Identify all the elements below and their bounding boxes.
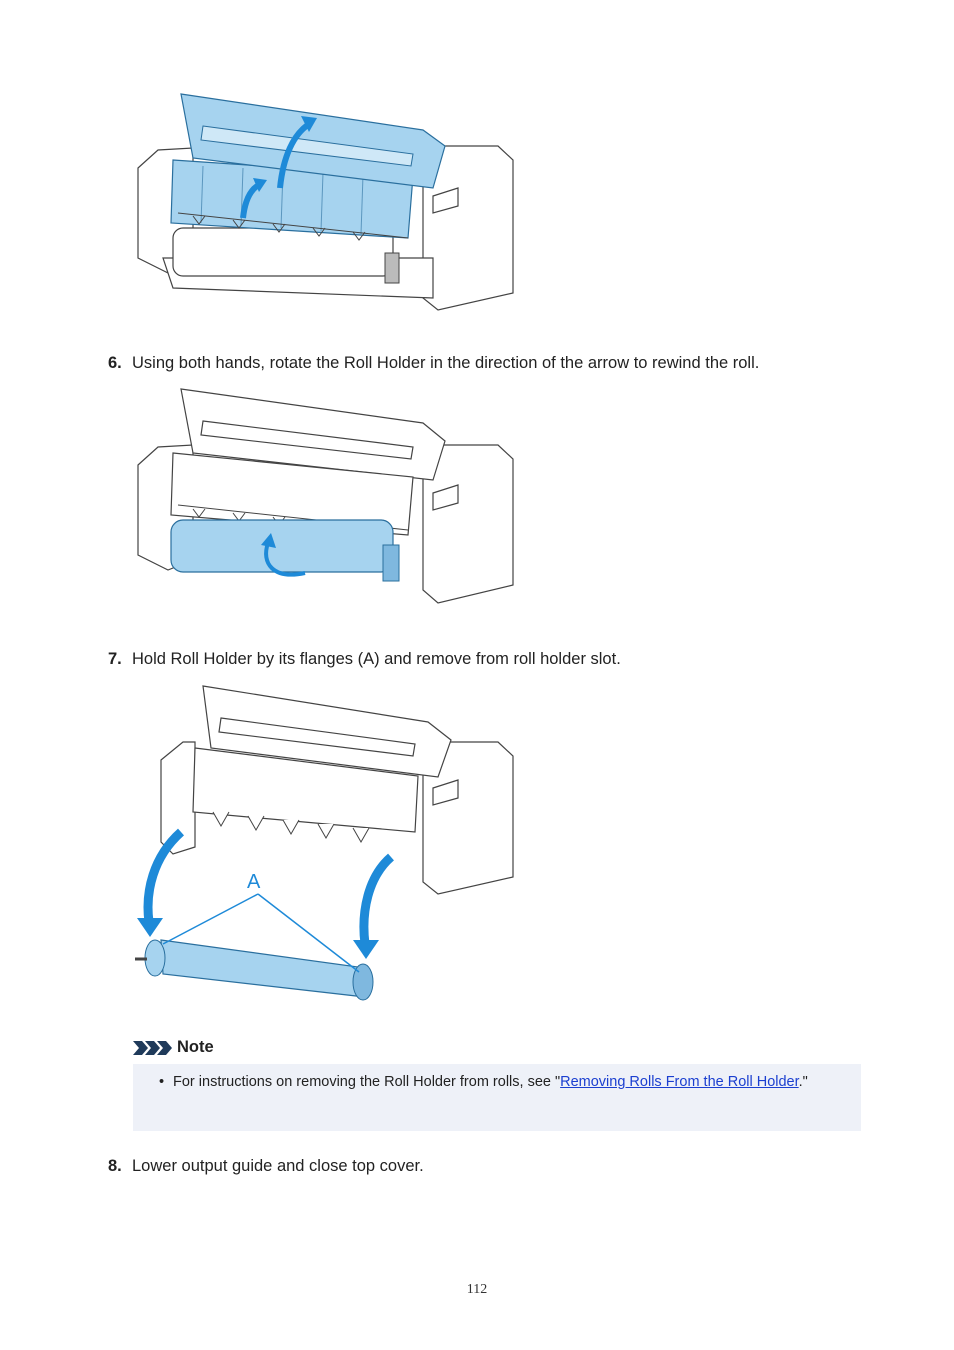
step-8: 8. Lower output guide and close top cover…	[108, 1155, 424, 1177]
note-link-removing-rolls[interactable]: Removing Rolls From the Roll Holder	[560, 1074, 799, 1090]
figure-printer-cover-open	[137, 93, 514, 311]
note-bullet: •	[159, 1074, 165, 1090]
step-text: Using both hands, rotate the Roll Holder…	[132, 354, 760, 372]
figure-remove-roll-holder: A	[135, 685, 514, 1001]
note-text-after: ."	[798, 1074, 808, 1090]
step-number: 7.	[108, 650, 122, 668]
note-text: For instructions on removing the Roll Ho…	[173, 1071, 821, 1094]
step-6: 6. Using both hands, rotate the Roll Hold…	[108, 352, 759, 374]
note-chevrons-icon	[133, 1040, 172, 1055]
note-label: Note	[177, 1038, 214, 1056]
note-heading: Note	[133, 1038, 214, 1057]
callout-label-a: A	[247, 871, 261, 893]
step-number: 8.	[108, 1157, 122, 1175]
page-number: 112	[466, 1282, 488, 1297]
step-number: 6.	[108, 354, 122, 372]
figure-rewind-roll	[137, 388, 514, 604]
step-text: Lower output guide and close top cover.	[132, 1157, 424, 1175]
note-text-before: For instructions on removing the Roll Ho…	[173, 1074, 561, 1090]
step-7: 7. Hold Roll Holder by its flanges (A) an…	[108, 648, 621, 670]
note-box: • For instructions on removing the Roll …	[133, 1064, 861, 1131]
step-text: Hold Roll Holder by its flanges (A) and …	[132, 650, 621, 668]
